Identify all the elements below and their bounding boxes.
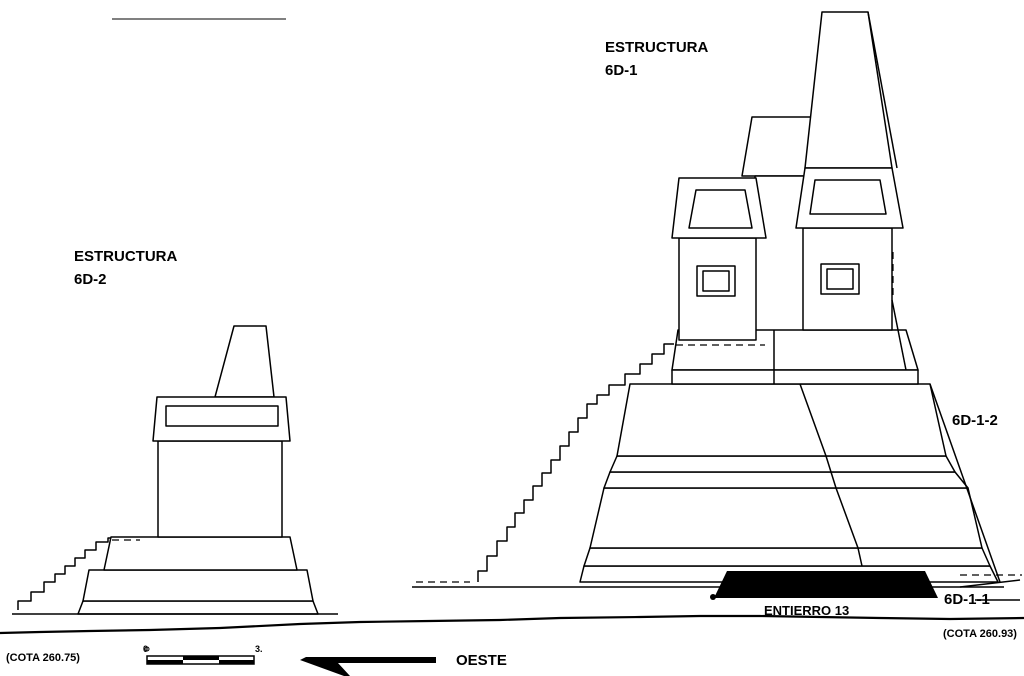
label-structure-6d2-title: ESTRUCTURA bbox=[74, 248, 177, 265]
platform-6d2-middle bbox=[82, 569, 314, 602]
label-structure-6d1-code: 6D-1 bbox=[605, 62, 638, 79]
label-direction: OESTE bbox=[456, 652, 507, 669]
stairs-6d1 bbox=[477, 343, 674, 582]
platform-6d2-upper bbox=[103, 536, 298, 571]
structure-6d2-drawing bbox=[17, 325, 319, 615]
direction-arrow bbox=[300, 657, 436, 676]
cornice-panel-6d2 bbox=[165, 405, 279, 427]
ground-line bbox=[0, 614, 1024, 635]
platform-6d2-lower bbox=[77, 600, 319, 615]
scale-start-label: 0 bbox=[143, 644, 148, 654]
label-elevation-right: (COTA 260.93) bbox=[943, 628, 1017, 640]
label-phase-6d11: 6D-1-1 bbox=[944, 591, 990, 608]
cornice-6d2 bbox=[152, 396, 291, 442]
building-6d2 bbox=[157, 440, 283, 538]
label-structure-6d2-code: 6D-2 bbox=[74, 271, 107, 288]
label-structure-6d1-title: ESTRUCTURA bbox=[605, 39, 708, 56]
structure-6d1-drawing bbox=[416, 11, 1022, 600]
roof-comb-6d2 bbox=[214, 325, 275, 398]
burial-13-shape bbox=[714, 571, 938, 598]
stairs-6d2 bbox=[17, 537, 118, 610]
roof-comb-6d1 bbox=[804, 11, 893, 169]
scale-bar bbox=[144, 646, 255, 665]
label-burial-13: ENTIERRO 13 bbox=[764, 603, 849, 618]
label-elevation-left: (COTA 260.75) bbox=[6, 652, 80, 664]
label-phase-6d12: 6D-1-2 bbox=[952, 412, 998, 429]
scale-end-label: 3. bbox=[255, 644, 263, 654]
back-building-6d1 bbox=[741, 116, 813, 177]
